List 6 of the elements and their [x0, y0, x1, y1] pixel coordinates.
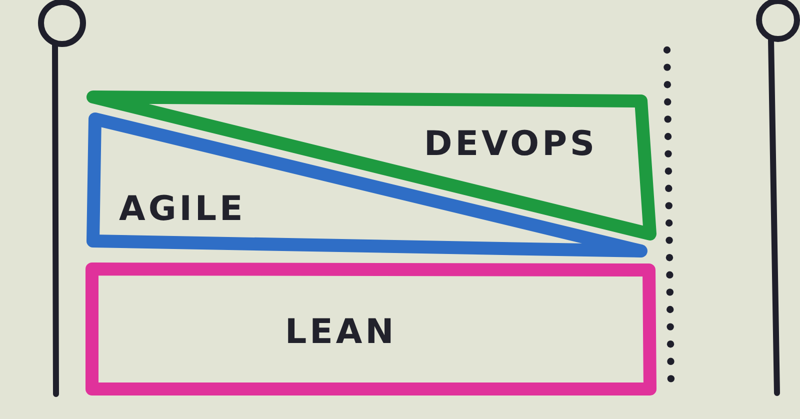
wedge-band	[84, 89, 659, 243]
wedge-band	[84, 110, 650, 260]
rect-band	[84, 261, 658, 398]
band-label: LEAN	[285, 315, 397, 349]
band-label: DEVOPS	[424, 127, 598, 161]
band-label: AGILE	[119, 192, 246, 226]
